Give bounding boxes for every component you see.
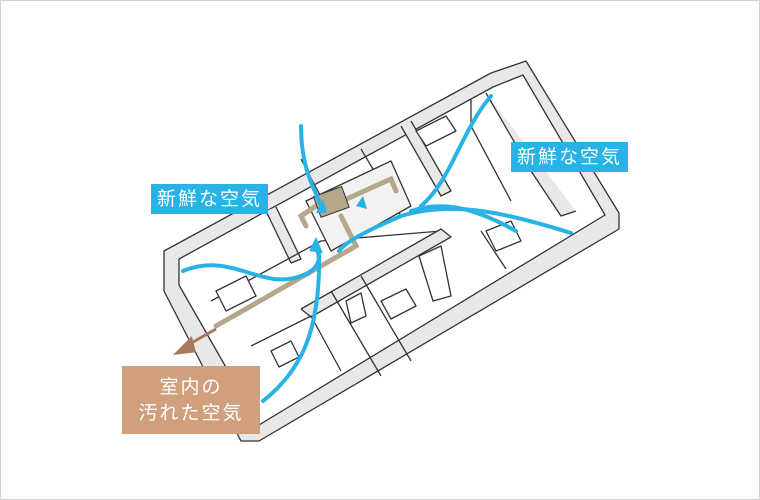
dirty-air-arrow: [172, 327, 217, 355]
exhaust-duct: [213, 175, 399, 329]
fresh-air-arrowheads: [309, 196, 367, 253]
fresh-air-label-right: 新鮮な空気: [511, 142, 629, 172]
dirty-air-label: 室内の 汚れた空気: [122, 366, 260, 434]
floor: [178, 74, 606, 426]
dirty-air-label-line2: 汚れた空気: [138, 402, 244, 424]
fresh-air-flows: [181, 94, 573, 403]
fresh-air-label-left: 新鮮な空気: [151, 184, 269, 214]
dirty-air-label-line1: 室内の: [159, 376, 223, 398]
